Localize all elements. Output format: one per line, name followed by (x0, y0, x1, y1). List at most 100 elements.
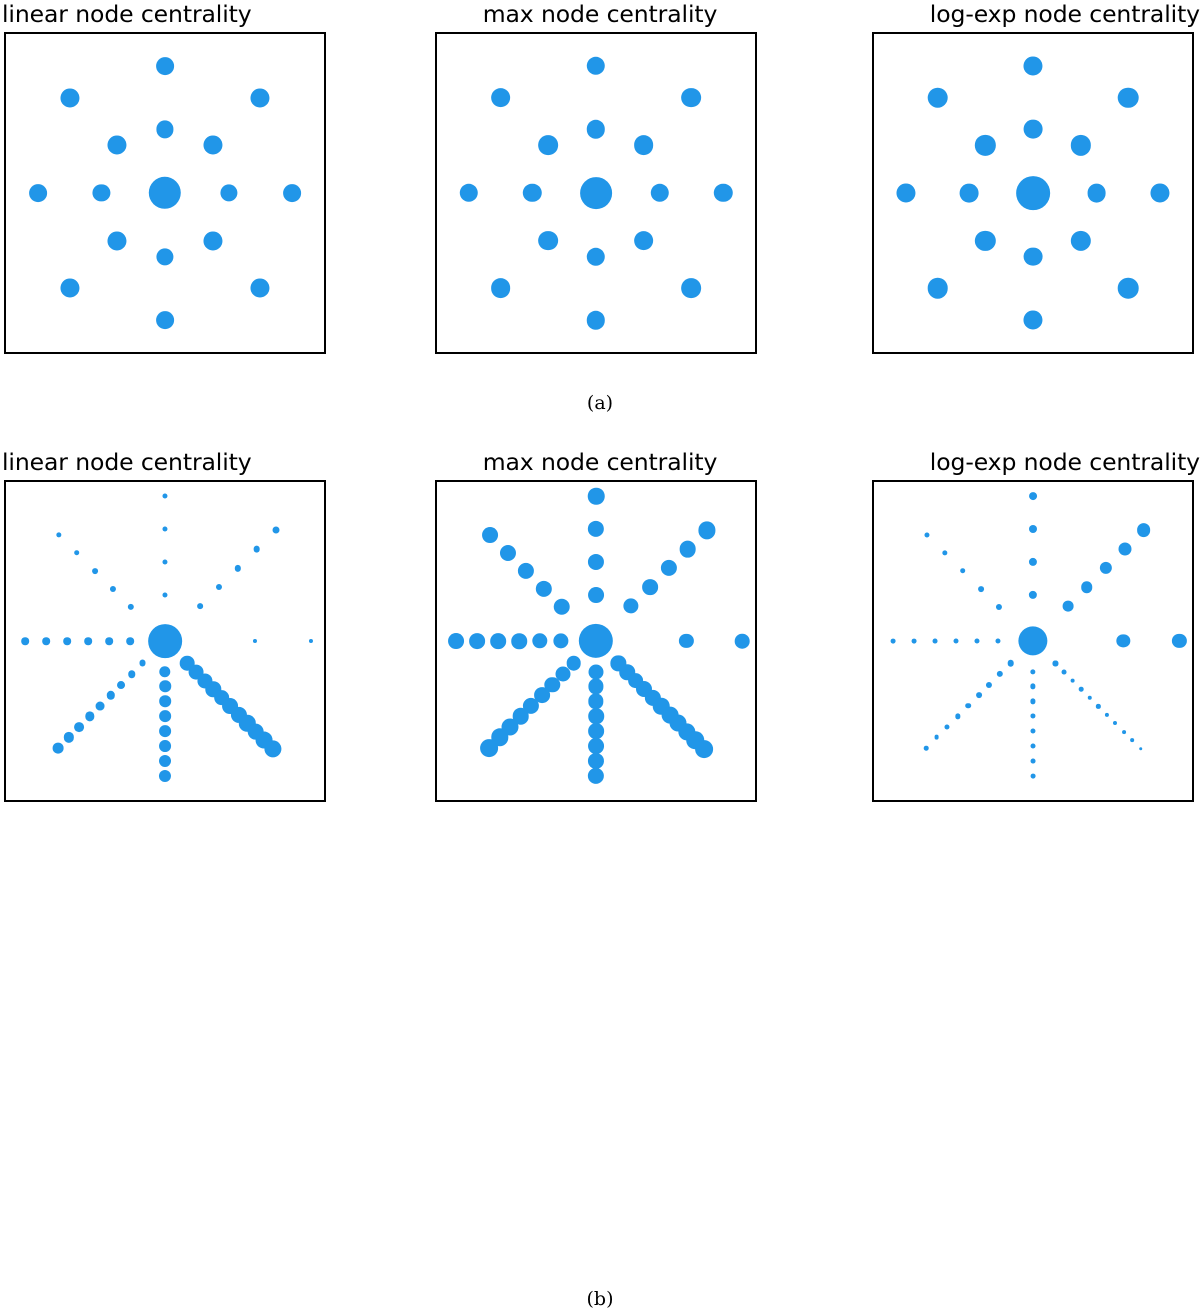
plot-area[interactable] (435, 480, 757, 802)
graph-node (156, 311, 174, 330)
panel-title: log-exp node centrality (929, 0, 1200, 28)
ray-node-down (1030, 743, 1036, 749)
panel-title: max node centrality (482, 0, 718, 28)
ray-node-up (1028, 591, 1038, 600)
ray-node-down-left (139, 659, 146, 667)
ray-node-down-right (1052, 660, 1059, 667)
ray-node-up-left (91, 567, 98, 574)
ray-node-down-left (533, 687, 550, 704)
plot-area[interactable] (4, 480, 326, 802)
plot-area[interactable] (4, 32, 326, 354)
center-node (148, 176, 182, 210)
center-node (148, 624, 182, 658)
ray-node-up-left (924, 532, 930, 538)
ray-node-up-right (1136, 523, 1151, 538)
graph-node (586, 120, 606, 139)
graph-node (250, 278, 270, 298)
ray-node-down-left (480, 739, 498, 757)
graph-node (1023, 310, 1043, 330)
graph-node (927, 87, 948, 108)
graph-node (28, 184, 47, 202)
ray-node-down (587, 768, 605, 785)
ray-node-down-right (695, 740, 713, 758)
ray-node-up-right (623, 598, 639, 614)
ray-node-down-right (1070, 678, 1075, 683)
graph-node (681, 278, 702, 299)
ray-node-down-left (117, 680, 126, 689)
ray-node-left (105, 637, 113, 645)
ray-node-up (1029, 525, 1037, 534)
ray-node-up-left (942, 550, 948, 556)
plot-area[interactable] (872, 32, 1194, 354)
graph-node (107, 231, 127, 251)
ray-node-up-right (253, 545, 261, 553)
graph-node (1150, 183, 1170, 203)
ray-node-down-left (544, 676, 561, 693)
ray-node-down-left (986, 681, 993, 688)
graph-node (156, 120, 174, 138)
ray-node-down (588, 723, 604, 740)
ray-node-down (587, 753, 605, 770)
ray-node-up-left (127, 603, 134, 610)
ray-node-up-left (960, 568, 966, 574)
ray-node-down (588, 664, 604, 680)
ray-node-up-left (481, 526, 498, 543)
graph-node (681, 87, 702, 108)
ray-node-down (1030, 668, 1036, 675)
ray-node-down (588, 708, 604, 725)
graph-node (713, 183, 733, 203)
graph-node (1070, 135, 1091, 156)
graph-node (107, 135, 127, 155)
ray-node-left (126, 637, 134, 645)
ray-node-up-left (499, 544, 516, 561)
ray-node-up (162, 526, 168, 532)
ray-node-down-left (1007, 660, 1014, 667)
panel-b-logexp: log-exp node centrality (860, 448, 1200, 848)
graph-node (60, 278, 80, 298)
ray-node-left (21, 637, 29, 645)
ray-node-right (679, 633, 694, 649)
ray-node-down-right (1061, 669, 1067, 675)
ray-node-right (734, 633, 750, 649)
ray-node-down-left (944, 724, 950, 730)
graph-node (975, 135, 996, 156)
panel-a-logexp: log-exp node centrality (860, 0, 1200, 400)
ray-node-up (162, 493, 168, 499)
graph-node (156, 56, 174, 75)
ray-node-up (1029, 492, 1037, 500)
ray-node-down (588, 738, 604, 755)
ray-node-down-right (1139, 747, 1143, 751)
graph-node (896, 183, 916, 203)
graph-node (975, 230, 996, 251)
ray-node-up-right (215, 584, 222, 591)
graph-node (490, 87, 511, 108)
ray-node-up-right (1099, 562, 1112, 575)
ray-node-down-left (128, 670, 136, 678)
ray-node-up-right (197, 603, 203, 609)
panel-title: linear node centrality (2, 448, 252, 476)
ray-node-down (159, 755, 171, 768)
ray-node-up-right (234, 564, 242, 572)
ray-node-left (42, 637, 50, 645)
ray-node-left (553, 633, 569, 649)
ray-node-up-right (660, 560, 677, 577)
panel-a-linear: linear node centrality (0, 0, 340, 400)
plot-area[interactable] (872, 480, 1194, 802)
ray-node-down (159, 740, 171, 753)
ray-node-down (1030, 773, 1036, 779)
center-node (580, 177, 612, 209)
ray-node-up-right (642, 579, 658, 595)
ray-node-up-left (553, 598, 571, 616)
ray-node-down-right (1121, 729, 1126, 734)
graph-node (203, 231, 223, 251)
ray-node-up-right (1081, 581, 1093, 593)
ray-node-down-right (1130, 738, 1135, 743)
plot-area[interactable] (435, 32, 757, 354)
ray-node-down (588, 678, 604, 695)
ray-node-down-left (106, 690, 116, 700)
ray-node-left (469, 633, 485, 649)
ray-node-down-right (1113, 721, 1118, 726)
ray-node-up-right (679, 540, 697, 558)
center-node (1016, 176, 1050, 210)
graph-node (523, 183, 542, 203)
